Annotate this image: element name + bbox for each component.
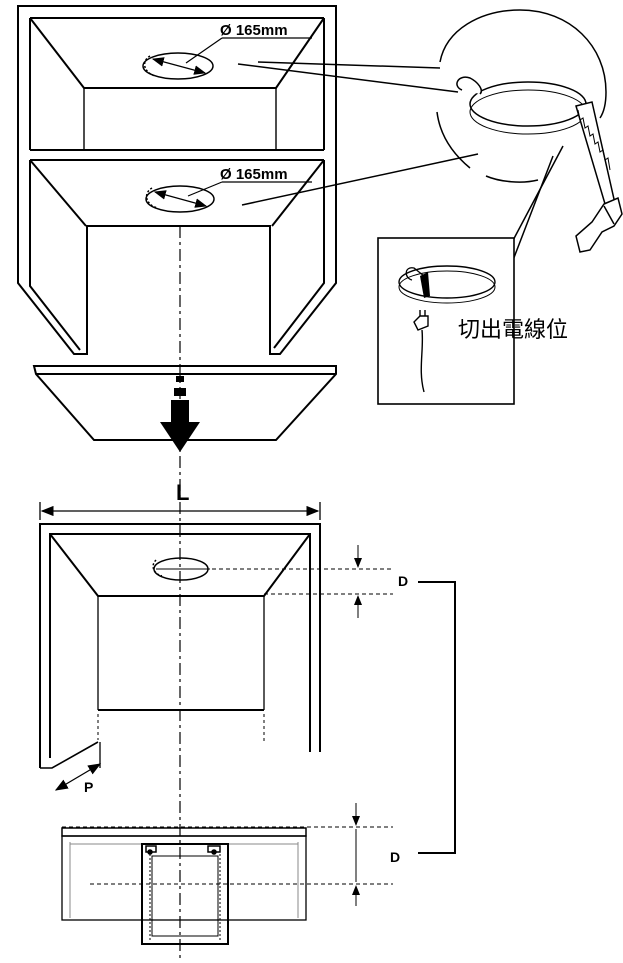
depth-label-bottom: D [390, 849, 400, 865]
cable-inset-box [377, 237, 515, 405]
hood-tray [32, 365, 337, 441]
cut-cable-label: 切出電線位 [458, 318, 568, 343]
diameter-label-top: Ø 165mm [220, 22, 288, 39]
lower-cabinet-drawing [39, 523, 321, 769]
down-arrow-icon [160, 376, 200, 452]
upper-hole [142, 37, 312, 80]
hand-saw-icon [575, 101, 623, 253]
upper-cabinet-drawing [17, 5, 337, 355]
panel-depth-label: P [84, 779, 93, 795]
power-plug-icon [413, 310, 429, 393]
depth-bracket [418, 581, 456, 854]
hood-unit-drawing [61, 827, 307, 945]
width-label: L [176, 480, 189, 505]
depth-dimension-top [212, 545, 393, 618]
depth-label-top: D [398, 573, 408, 589]
zoom-callout [237, 9, 607, 206]
panel-depth-dimension [54, 742, 102, 791]
width-dimension [39, 502, 321, 520]
diameter-label-middle: Ø 165mm [220, 166, 288, 183]
lower-hole [152, 557, 210, 581]
middle-hole [145, 181, 312, 213]
depth-dimension-bottom [62, 803, 393, 906]
